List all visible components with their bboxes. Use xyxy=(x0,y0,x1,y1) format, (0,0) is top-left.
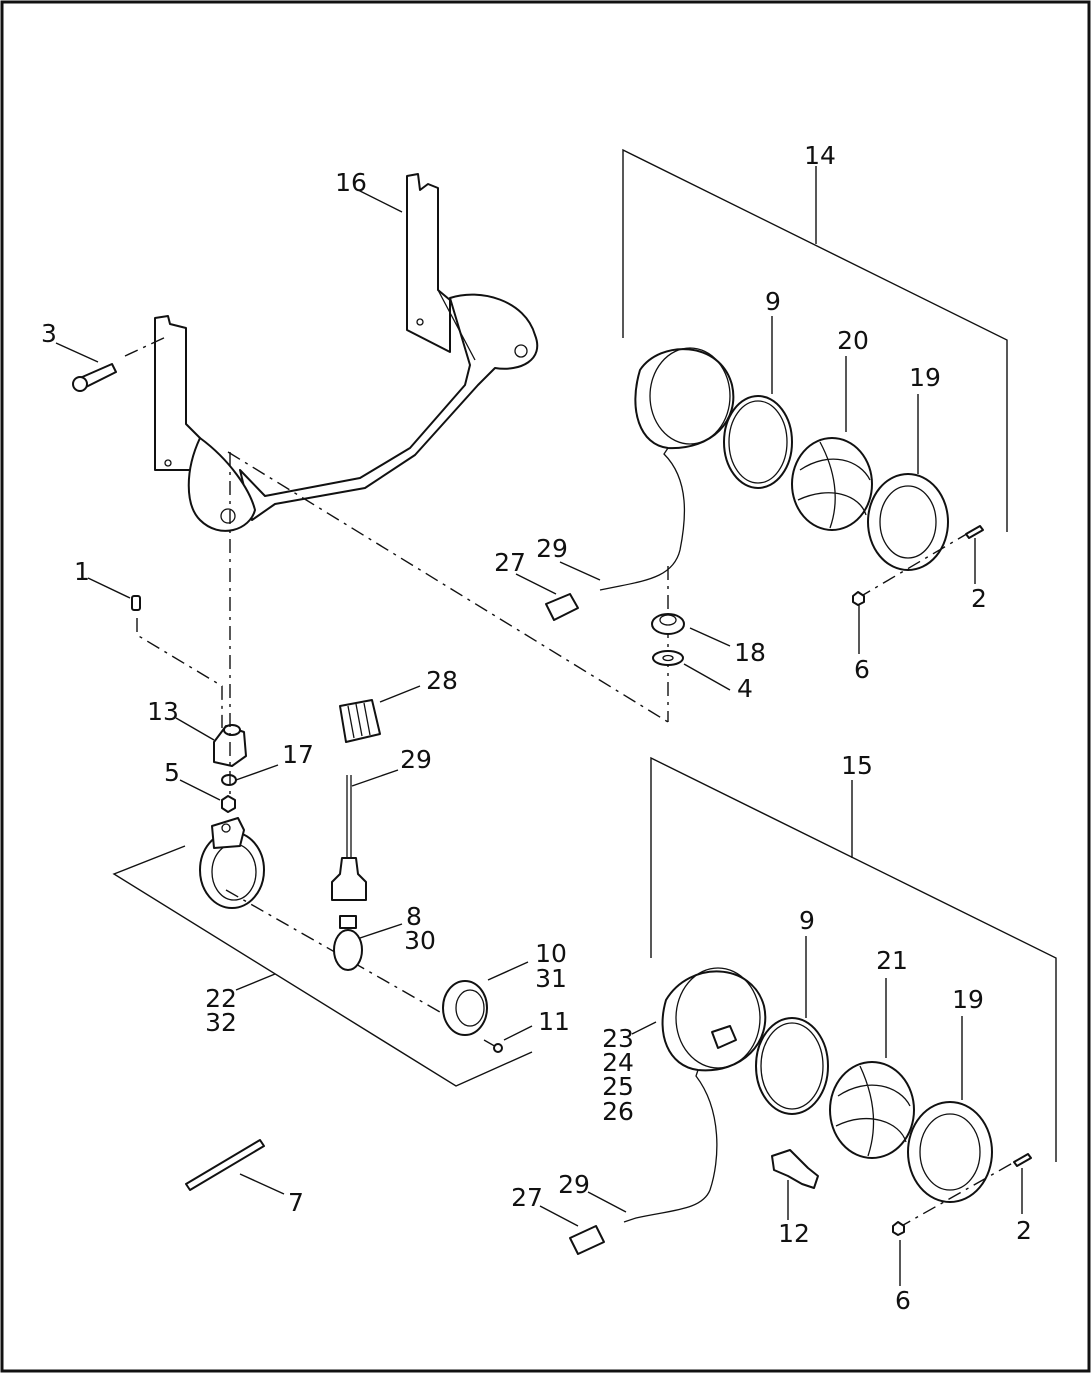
callout-29-socket: 29 xyxy=(400,745,432,774)
callout-32: 32 xyxy=(205,1008,237,1037)
socket-wire-29 xyxy=(331,775,367,901)
callout-19-lower: 19 xyxy=(952,985,984,1014)
callout-18: 18 xyxy=(734,638,766,667)
callout-24: 24 xyxy=(602,1048,634,1077)
lamp-housing-upper xyxy=(599,347,735,591)
connector-27-upper xyxy=(545,593,579,621)
callout-4: 4 xyxy=(737,674,753,703)
callout-10: 10 xyxy=(535,939,567,968)
callout-15: 15 xyxy=(841,751,873,780)
callout-11: 11 xyxy=(538,1007,570,1036)
callout-23: 23 xyxy=(602,1024,634,1053)
callout-13: 13 xyxy=(147,697,179,726)
leader-lines xyxy=(55,166,1023,1286)
connector-28 xyxy=(339,699,381,743)
nut-6-lower xyxy=(892,1221,905,1236)
lens-21 xyxy=(829,1061,915,1159)
bezel-19-upper xyxy=(867,473,949,571)
box-15 xyxy=(650,756,1057,1162)
callout-29-lower: 29 xyxy=(558,1170,590,1199)
screw-2-lower xyxy=(1013,1153,1032,1167)
cable-strap-7 xyxy=(185,1139,265,1191)
washer-17 xyxy=(221,774,237,786)
screw-1-path xyxy=(136,618,223,728)
callout-labels: 1 2 2 3 4 5 6 6 7 8 30 9 9 10 31 11 12 1… xyxy=(41,141,1032,1315)
halogen-bulb-12 xyxy=(771,1149,819,1189)
bulb-8 xyxy=(333,915,363,971)
callout-6-lower: 6 xyxy=(895,1286,911,1315)
callout-20: 20 xyxy=(837,326,869,355)
callout-8: 8 xyxy=(406,902,422,931)
bezel-screw-dash-lower xyxy=(897,1159,1019,1229)
washer-4 xyxy=(652,650,684,666)
callout-3: 3 xyxy=(41,319,57,348)
signal-axis-dash xyxy=(225,889,441,1013)
trim-ring-9-lower xyxy=(755,1017,829,1115)
nut-6-upper xyxy=(852,591,865,606)
bezel-19-lower xyxy=(907,1101,993,1203)
lens-10 xyxy=(442,980,488,1036)
callout-2-upper: 2 xyxy=(971,584,987,613)
callout-27-lower: 27 xyxy=(511,1183,543,1212)
callout-7: 7 xyxy=(288,1188,304,1217)
callout-30: 30 xyxy=(404,926,436,955)
lens-20 xyxy=(791,437,873,531)
callout-9-upper: 9 xyxy=(765,287,781,316)
lamp-housing-lower xyxy=(623,967,767,1223)
callout-5: 5 xyxy=(164,758,180,787)
screw-1 xyxy=(131,595,141,611)
callout-25: 25 xyxy=(602,1072,634,1101)
callout-1: 1 xyxy=(74,557,90,586)
callout-27-upper: 27 xyxy=(494,548,526,577)
box-22 xyxy=(112,845,533,1087)
grommet-18 xyxy=(651,613,685,635)
mounting-bracket xyxy=(154,173,539,532)
bezel-screw-dash-upper xyxy=(857,531,971,599)
callout-31: 31 xyxy=(535,964,567,993)
trim-ring-9-upper xyxy=(723,395,793,489)
box-14 xyxy=(622,148,1008,532)
callout-19-upper: 19 xyxy=(909,363,941,392)
screw-2-upper xyxy=(965,525,984,539)
callout-9-lower: 9 xyxy=(799,906,815,935)
callout-29-upper: 29 xyxy=(536,534,568,563)
screw-11 xyxy=(483,1039,503,1053)
callout-26: 26 xyxy=(602,1097,634,1126)
nut-5 xyxy=(221,795,236,813)
callout-21: 21 xyxy=(876,946,908,975)
callout-22: 22 xyxy=(205,984,237,1013)
callout-12: 12 xyxy=(778,1219,810,1248)
signal-housing-22 xyxy=(199,817,265,909)
callout-2-lower: 2 xyxy=(1016,1216,1032,1245)
callout-28: 28 xyxy=(426,666,458,695)
connector-27-lower xyxy=(569,1225,605,1255)
callout-17: 17 xyxy=(282,740,314,769)
bolt-3 xyxy=(72,335,169,392)
callout-14: 14 xyxy=(804,141,836,170)
callout-16: 16 xyxy=(335,168,367,197)
callout-6-upper: 6 xyxy=(854,655,870,684)
